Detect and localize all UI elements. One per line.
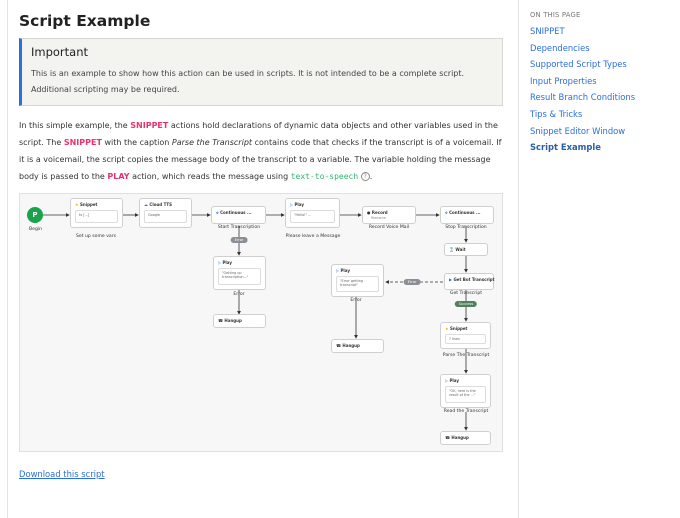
diagram-connectors — [43, 213, 468, 431]
toc-item-supported-script-types[interactable]: Supported Script Types — [530, 59, 627, 70]
error-pill: Error — [230, 237, 248, 243]
caption-read-transcript: Read the Transcript — [443, 409, 489, 414]
toc-list: SNIPPET Dependencies Supported Script Ty… — [530, 23, 635, 156]
left-rule — [7, 0, 8, 518]
example-description: In this simple example, the SNIPPET acti… — [19, 121, 502, 181]
caption-parse-transcript: Parse The Transcript — [442, 353, 490, 358]
toc-item-snippet[interactable]: SNIPPET — [530, 26, 565, 36]
keyword-snippet: SNIPPET — [130, 121, 169, 130]
success-pill: Success — [454, 301, 478, 307]
begin-label: Begin — [29, 227, 43, 232]
caption-start-transcription: Start Transcription — [217, 225, 261, 230]
help-icon[interactable]: ? — [360, 172, 370, 181]
keyword-snippet: SNIPPET — [63, 138, 102, 147]
caption-setup-vars: Set up some vars — [75, 234, 117, 239]
cloud-tts-node-title: ☁ Cloud TTS — [144, 202, 172, 207]
node-play-error-transcript[interactable]: ▷ Play "Error getting transcript" — [331, 264, 384, 297]
node-play-leave-message[interactable]: ▷ Play "Hello!" ... — [285, 198, 340, 228]
play-node-body: "OK, here is the result of the ..." — [445, 386, 486, 403]
begin-icon[interactable]: P — [27, 207, 43, 223]
error-pill: Error — [403, 279, 421, 285]
node-continuous-stop[interactable]: ⟡ Continuous ... — [440, 206, 494, 224]
callout-text: This is an example to show how this acti… — [31, 69, 465, 94]
wait-node-title: ⌛ Wait — [449, 247, 466, 252]
node-record[interactable]: ● Record filename — [362, 206, 416, 224]
snippet-node-title: ★ Snippet — [75, 202, 98, 207]
caption-error: Error — [350, 298, 362, 303]
play-node-title: ▷ Play — [290, 202, 304, 207]
node-snippet-parse[interactable]: ★ Snippet ? lines — [440, 322, 491, 349]
toc-item-snippet-editor-window[interactable]: Snippet Editor Window — [530, 125, 626, 136]
toc-heading: ON THIS PAGE — [530, 11, 581, 19]
continuous-node-title: ⟡ Continuous ... — [445, 210, 481, 215]
hangup-node-title: ☎ Hangup — [336, 343, 360, 348]
toc-item-result-branch-conditions[interactable]: Result Branch Conditions — [530, 92, 636, 103]
continuous-node-title: ⟡ Continuous ... — [216, 210, 252, 215]
node-snippet-setup[interactable]: ★ Snippet ts [...] — [70, 198, 123, 228]
keyword-play: PLAY — [107, 172, 130, 181]
script-diagram: P Begin ★ Snippet ts [...] Set up some v… — [19, 193, 503, 452]
caption-error: Error — [233, 292, 245, 297]
node-play-error[interactable]: ▷ Play "Getting up transcription..." — [213, 256, 266, 290]
hangup-node-title: ☎ Hangup — [445, 435, 469, 440]
callout-title: Important — [31, 45, 89, 59]
snippet-node-title: ★ Snippet — [445, 326, 468, 331]
node-hangup-1[interactable]: ☎ Hangup — [213, 314, 266, 328]
node-continuous-start[interactable]: ⟡ Continuous ... — [211, 206, 266, 224]
record-node-body: filename — [371, 216, 386, 220]
caption-stop-transcription: Stop Transcription — [445, 225, 487, 230]
download-script-link[interactable]: Download this script — [19, 469, 105, 479]
toc-item-script-example[interactable]: Script Example — [530, 142, 601, 153]
snippet-node-body: ts [...] — [75, 210, 118, 223]
node-get-transcript[interactable]: ▶ Get Bot Transcript — [444, 273, 495, 290]
snippet-node-body: ? lines — [445, 334, 486, 344]
get-transcript-node-title: ▶ Get Bot Transcript — [449, 277, 495, 282]
node-hangup-3[interactable]: ☎ Hangup — [440, 431, 491, 445]
play-node-title: ▷ Play — [445, 378, 459, 383]
play-node-body: "Error getting transcript" — [336, 276, 379, 292]
toc-item-dependencies[interactable]: Dependencies — [530, 42, 590, 53]
caption-get-transcript: Get Transcript — [449, 291, 483, 296]
toc-item-tips-tricks[interactable]: Tips & Tricks — [530, 108, 583, 119]
play-node-title: ▷ Play — [218, 260, 232, 265]
caption-record-voicemail: Record Voice Mail — [368, 225, 410, 230]
play-node-title: ▷ Play — [336, 268, 350, 273]
on-this-page-nav: ON THIS PAGE SNIPPET Dependencies Suppor… — [518, 0, 680, 518]
node-wait[interactable]: ⌛ Wait — [444, 243, 488, 256]
snippet-caption: Parse the Transcript — [171, 138, 253, 147]
play-node-body: "Getting up transcription..." — [218, 268, 261, 285]
important-callout: Important This is an example to show how… — [19, 38, 503, 106]
hangup-node-title: ☎ Hangup — [218, 318, 242, 323]
play-node-body: "Hello!" ... — [290, 210, 335, 223]
node-cloud-tts[interactable]: ☁ Cloud TTS Google — [139, 198, 192, 228]
node-hangup-2[interactable]: ☎ Hangup — [331, 339, 384, 353]
toc-item-input-properties[interactable]: Input Properties — [530, 75, 597, 86]
node-play-read[interactable]: ▷ Play "OK, here is the result of the ..… — [440, 374, 491, 408]
record-node-title: ● Record — [367, 210, 388, 215]
page-title: Script Example — [19, 12, 151, 30]
caption-leave-message: Please leave a Message — [285, 234, 341, 239]
code-text-to-speech[interactable]: text-to-speech — [290, 172, 359, 181]
cloud-tts-node-body: Google — [144, 210, 187, 223]
